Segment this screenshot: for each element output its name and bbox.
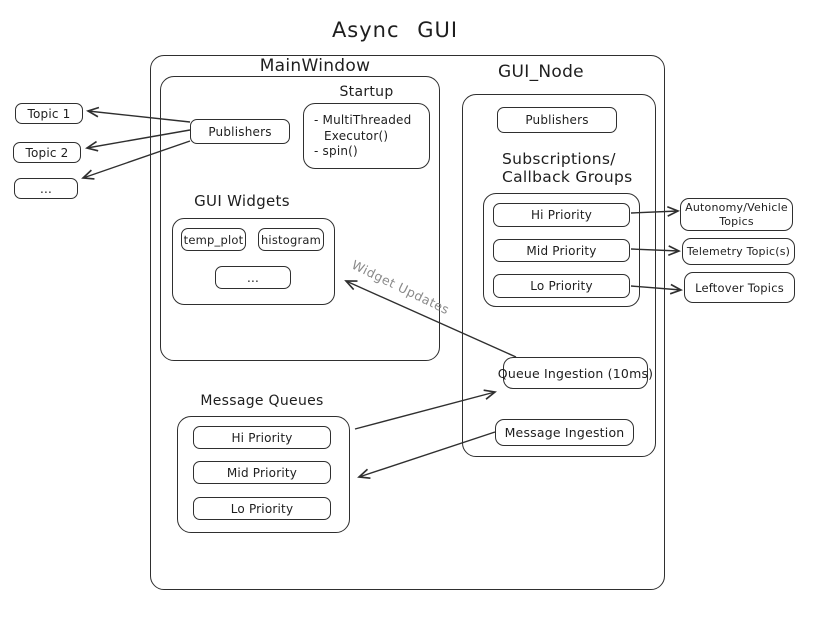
topic-2-label: Topic 2 <box>25 145 69 160</box>
startup-line-2: Executor() <box>324 128 389 143</box>
message-ingestion-label: Message Ingestion <box>504 425 625 440</box>
queue-mid-priority-label: Mid Priority <box>226 465 298 480</box>
main-publishers-label: Publishers <box>208 124 272 139</box>
widget-histogram-node: histogram <box>258 228 324 251</box>
topic-2-node: Topic 2 <box>13 142 81 163</box>
leftover-topics-label: Leftover Topics <box>695 280 784 295</box>
startup-box: - MultiThreaded Executor() - spin() <box>303 103 430 169</box>
queue-lo-priority-node: Lo Priority <box>193 497 331 520</box>
queue-hi-priority-label: Hi Priority <box>231 430 293 445</box>
widget-histogram-label: histogram <box>260 232 322 247</box>
gui-node-title: GUI_Node <box>498 62 584 82</box>
message-queues-label: Message Queues <box>200 393 324 409</box>
main-publishers-node: Publishers <box>190 119 290 144</box>
leftover-topics-node: Leftover Topics <box>684 272 795 303</box>
topic-1-node: Topic 1 <box>15 103 83 124</box>
widget-temp-plot-node: temp_plot <box>181 228 246 251</box>
subscription-mid-priority-label: Mid Priority <box>526 243 597 258</box>
queue-hi-priority-node: Hi Priority <box>193 426 331 449</box>
subscriptions-label: Subscriptions/ Callback Groups <box>502 150 652 186</box>
message-ingestion-node: Message Ingestion <box>495 419 634 446</box>
main-window-title: MainWindow <box>259 56 371 76</box>
autonomy-vehicle-topics-node: Autonomy/Vehicle Topics <box>680 198 793 231</box>
subscription-lo-priority-label: Lo Priority <box>530 279 593 293</box>
queue-ingestion-label: Queue Ingestion (10ms) <box>497 365 654 381</box>
topic-ellipsis-label: ... <box>39 181 53 196</box>
queue-lo-priority-label: Lo Priority <box>230 501 294 516</box>
widget-temp-plot-label: temp_plot <box>183 232 244 247</box>
topic-1-label: Topic 1 <box>27 106 71 121</box>
subscription-hi-priority-node: Hi Priority <box>493 203 630 227</box>
queue-ingestion-node: Queue Ingestion (10ms) <box>498 357 653 389</box>
telemetry-topics-node: Telemetry Topic(s) <box>682 238 795 265</box>
subscriptions-label-line1: Subscriptions/ <box>502 150 616 168</box>
autonomy-vehicle-topics-label: Autonomy/Vehicle Topics <box>685 201 788 228</box>
startup-line-1: - MultiThreaded <box>314 113 412 127</box>
startup-label: Startup <box>339 84 394 100</box>
queue-mid-priority-node: Mid Priority <box>193 461 331 484</box>
node-publishers-node: Publishers <box>497 107 617 133</box>
widget-ellipsis-label: ... <box>246 270 260 285</box>
subscription-lo-priority-node: Lo Priority <box>493 274 630 298</box>
topic-ellipsis-node: ... <box>14 178 78 199</box>
widget-ellipsis-node: ... <box>215 266 291 289</box>
diagram-title: Async GUI <box>331 18 459 42</box>
startup-line-3: - spin() <box>314 144 358 158</box>
node-publishers-label: Publishers <box>525 113 589 127</box>
telemetry-topics-label: Telemetry Topic(s) <box>686 245 791 258</box>
subscription-hi-priority-label: Hi Priority <box>530 208 593 222</box>
subscription-mid-priority-node: Mid Priority <box>493 239 630 262</box>
gui-widgets-label: GUI Widgets <box>194 192 290 210</box>
subscriptions-label-line2: Callback Groups <box>502 168 633 186</box>
